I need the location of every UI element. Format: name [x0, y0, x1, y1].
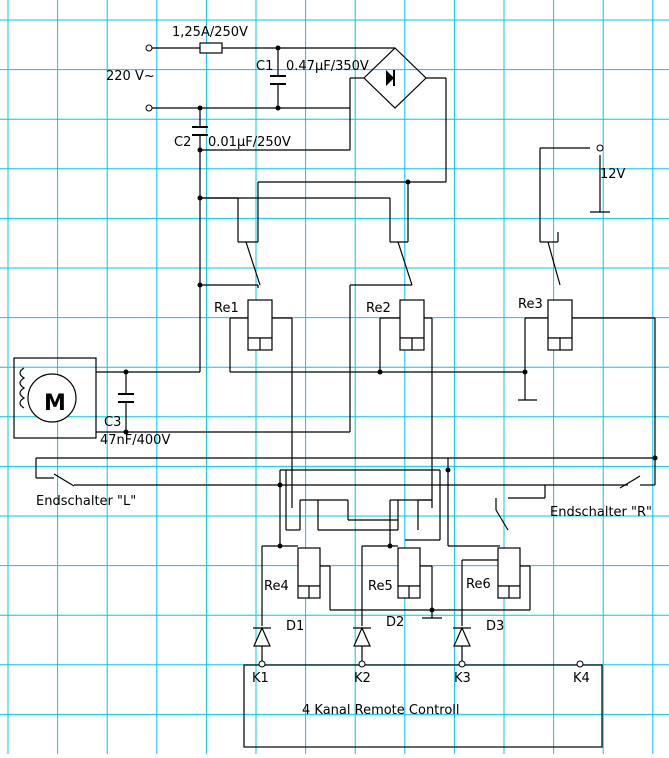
junction-dots — [123, 45, 658, 613]
mains-label: 220 V~ — [106, 69, 155, 84]
re2-label: Re2 — [366, 301, 391, 316]
c1-value-label: 0.47µF/350V — [286, 59, 369, 74]
labels: 1,25A/250V 220 V~ C1 0.47µF/350V C2 0.01… — [36, 25, 652, 718]
c3-value-label: 47nF/400V — [100, 433, 170, 448]
endschalter-r-label: Endschalter "R" — [550, 505, 652, 520]
motor-winding-icon — [19, 367, 26, 409]
d3-label: D3 — [486, 619, 504, 634]
re6-label: Re6 — [466, 577, 491, 592]
c1-name-label: C1 — [256, 59, 273, 74]
re5-label: Re5 — [368, 579, 393, 594]
k1-label: K1 — [252, 671, 269, 686]
c2-name-label: C2 — [174, 135, 191, 150]
re3-label: Re3 — [518, 297, 543, 312]
terminals — [145, 44, 604, 668]
bridge-diode-icon — [386, 70, 394, 86]
k4-label: K4 — [573, 671, 590, 686]
supply-12v-label: 12V — [600, 167, 626, 182]
fuse-label: 1,25A/250V — [172, 25, 248, 40]
k3-label: K3 — [454, 671, 471, 686]
remote-label: 4 Kanal Remote Controll — [302, 703, 460, 718]
wires — [13, 42, 656, 748]
c2-value-label: 0.01µF/250V — [208, 135, 291, 150]
re4-label: Re4 — [264, 579, 289, 594]
re1-label: Re1 — [214, 301, 239, 316]
k2-label: K2 — [354, 671, 371, 686]
d1-label: D1 — [286, 619, 304, 634]
d2-label: D2 — [386, 615, 404, 630]
c3-name-label: C3 — [104, 415, 121, 430]
endschalter-l-label: Endschalter "L" — [36, 494, 136, 509]
motor-label: M — [44, 391, 66, 416]
